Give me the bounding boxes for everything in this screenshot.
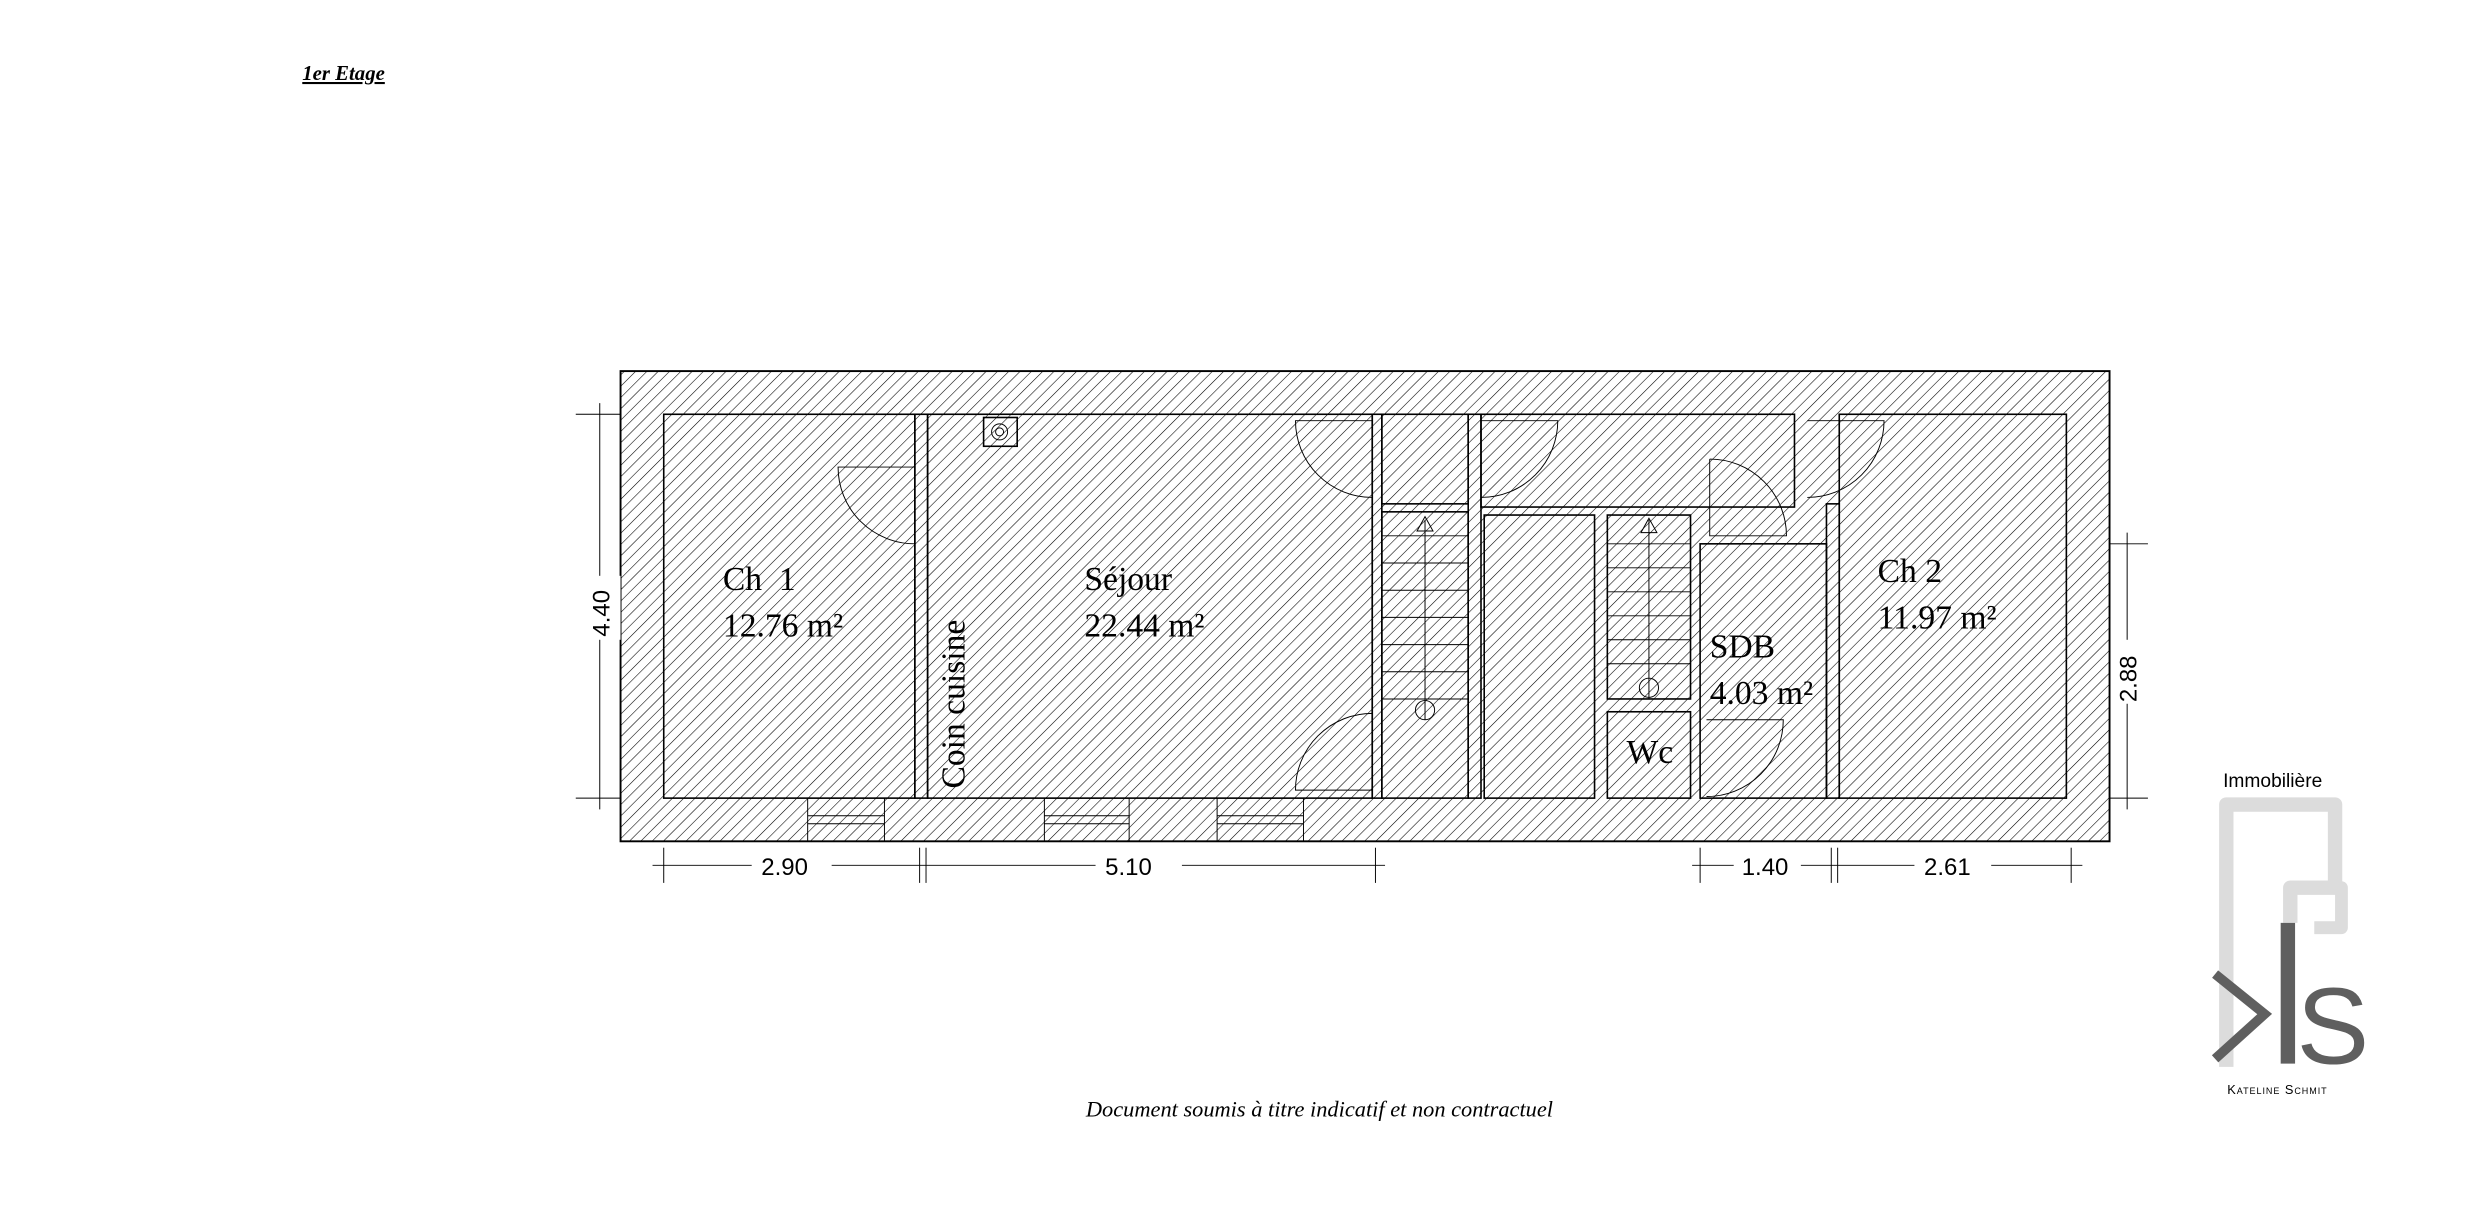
chimney-icon	[982, 416, 1018, 448]
shaft-block	[1483, 514, 1596, 799]
door-swings	[837, 420, 1885, 798]
agency-logo: Immobilière S Kateline Schmit	[2211, 771, 2370, 1097]
disclaimer: Document soumis à titre indicatif et non…	[1085, 1096, 1553, 1121]
logo-s-letter: S	[2297, 967, 2370, 1088]
coin-cuisine-label: Coin cuisine	[935, 620, 972, 789]
stair-treads-1	[1381, 515, 1469, 721]
dim-bottom-2: 5.10	[1105, 854, 1152, 881]
wall-stairs-hall	[1467, 413, 1482, 799]
dimension-labels: 4.40 2.88 2.90 5.10 1.40 2.61	[578, 575, 2147, 881]
stair-treads-2	[1607, 517, 1691, 699]
logo-bottom-text: Kateline Schmit	[2227, 1082, 2327, 1097]
room-wc	[1606, 710, 1692, 799]
room-sejour-name: Séjour	[1084, 561, 1172, 598]
room-sdb-name: SDB	[1710, 628, 1775, 665]
room-ch1-name: Ch 1	[723, 561, 796, 598]
dim-bottom-3: 1.40	[1742, 854, 1789, 881]
dim-bottom-4: 2.61	[1924, 854, 1971, 881]
dim-bottom-1: 2.90	[761, 854, 808, 881]
outer-wall	[619, 370, 2111, 843]
floor-title: 1er Etage	[302, 62, 385, 85]
logo-top-text: Immobilière	[2223, 771, 2322, 792]
hallway	[1480, 413, 1796, 508]
room-sejour-area: 22.44 m²	[1084, 608, 1204, 645]
room-ch1-area: 12.76 m²	[723, 608, 843, 645]
dim-left-height: 4.40	[588, 590, 615, 637]
windows	[807, 797, 1304, 842]
room-ch2	[1838, 413, 2068, 799]
room-ch2-area: 11.97 m²	[1878, 600, 1997, 637]
room-wc-name: Wc	[1627, 734, 1674, 771]
room-sdb-area: 4.03 m²	[1710, 675, 1813, 712]
dim-right-height: 2.88	[2116, 655, 2143, 702]
room-ch2-name: Ch 2	[1878, 553, 1942, 590]
